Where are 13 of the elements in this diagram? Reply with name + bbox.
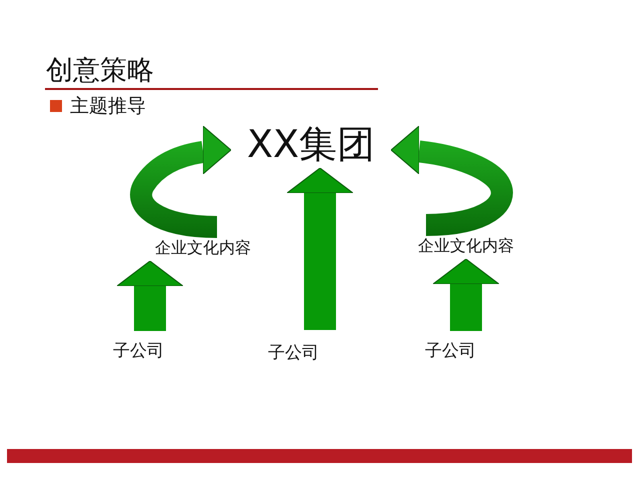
node-label: 企业文化内容	[155, 240, 251, 256]
node-label: 子公司	[113, 343, 164, 360]
curved-arrow	[130, 126, 232, 238]
slide-title: 创意策略	[46, 57, 154, 84]
block-arrow	[286, 168, 354, 330]
block-arrow	[116, 260, 184, 331]
block-arrow	[432, 258, 500, 331]
node-label: 企业文化内容	[418, 238, 514, 254]
node-label: XX集团	[247, 125, 376, 163]
bullet-text: 主题推导	[70, 97, 146, 116]
curved-arrow	[390, 126, 513, 236]
node-label: 子公司	[268, 345, 319, 362]
node-label: 子公司	[425, 343, 476, 360]
